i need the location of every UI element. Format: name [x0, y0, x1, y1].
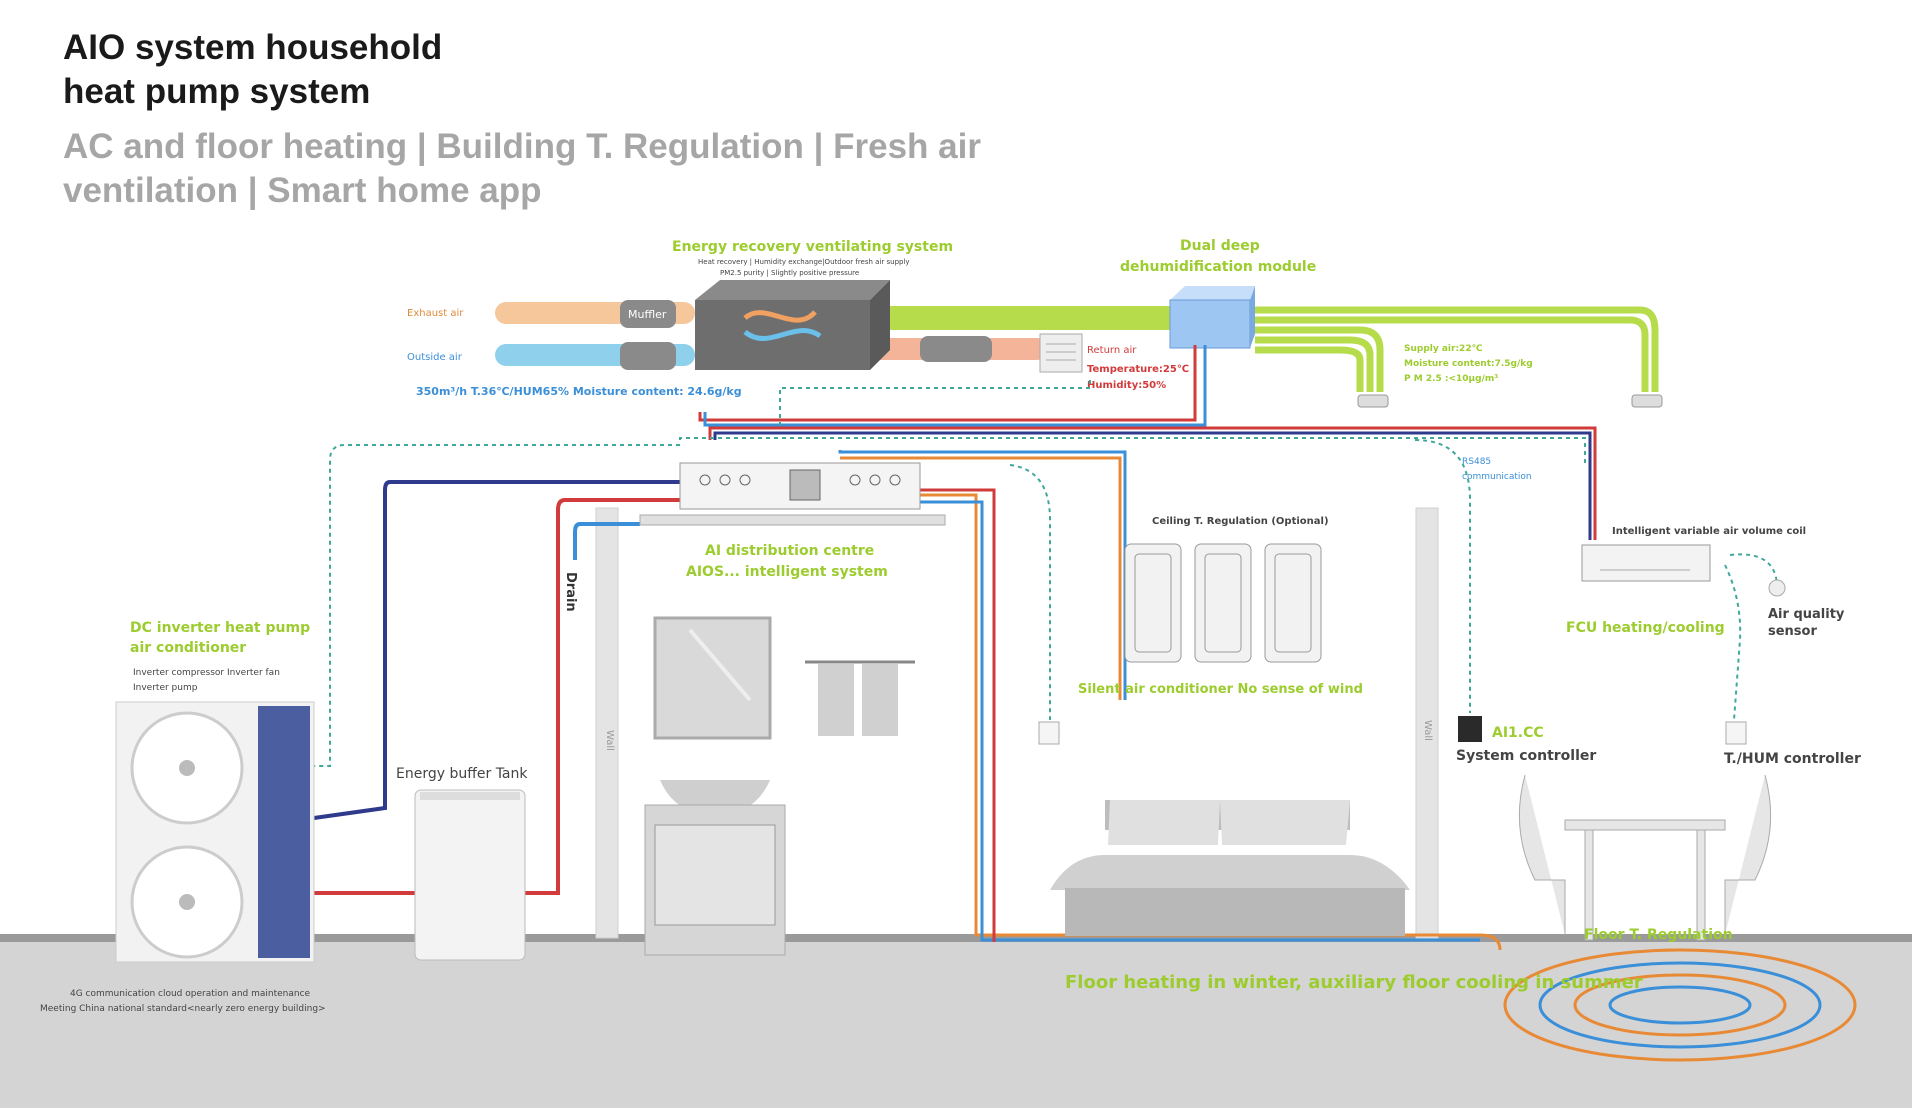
erv-spec: 350m³/h T.36℃/HUM65% Moisture content: 2… [416, 385, 742, 398]
system-controller-badge: AI1.CC [1492, 725, 1544, 741]
heat-pump-desc-2: Inverter pump [133, 683, 198, 693]
distribution-title-2: AIOS... intelligent system [686, 564, 888, 580]
floor-t-label: Floor T. Regulation [1584, 927, 1733, 943]
return-air-grille [1039, 333, 1083, 373]
title-line-2: heat pump system [63, 72, 371, 111]
floor-heating-coil [1503, 948, 1857, 1062]
bathroom-fixtures [644, 616, 915, 956]
supply-ducts [1255, 306, 1659, 392]
pipe-network [313, 345, 1597, 951]
floor-heating-label: Floor heating in winter, auxiliary floor… [1065, 972, 1643, 993]
footer-line-1: 4G communication cloud operation and mai… [70, 989, 311, 999]
supply-air-1: Supply air:22℃ [1404, 344, 1483, 354]
system-controller-label: System controller [1456, 748, 1596, 764]
page-title: AIO system household heat pump system [63, 26, 442, 114]
rs485-label-1: RS485 [1462, 457, 1491, 467]
wall-left: Wall [595, 507, 619, 939]
footer-line-2: Meeting China national standard<nearly z… [40, 1004, 326, 1014]
page-subtitle: AC and floor heating | Building T. Regul… [63, 127, 981, 210]
system-controller-device [1458, 716, 1482, 742]
bed [1050, 800, 1410, 936]
heat-pump-desc-1: Inverter compressor Inverter fan [133, 668, 280, 678]
supply-air-3: P M 2.5 :<10μg/m³ [1404, 374, 1498, 384]
supply-air-2: Moisture content:7.5g/kg [1404, 359, 1533, 369]
air-quality-label-1: Air quality [1768, 607, 1845, 622]
erv-title: Energy recovery ventilating system [672, 239, 953, 255]
return-air-label: Return air [1087, 345, 1137, 356]
fcu-label: FCU heating/cooling [1566, 620, 1725, 636]
heat-pump-title-1: DC inverter heat pump [130, 620, 310, 636]
thum-controller-device [1725, 721, 1747, 745]
thum-controller-label: T./HUM controller [1724, 751, 1861, 767]
erv-unit [695, 280, 890, 370]
energy-buffer-tank [414, 789, 526, 961]
air-quality-label-2: sensor [1768, 624, 1817, 639]
ivav-label: Intelligent variable air volume coil [1612, 526, 1806, 537]
dehum-title-1: Dual deep [1180, 238, 1260, 254]
exhaust-air-label: Exhaust air [407, 308, 464, 319]
comm-lines [314, 380, 1778, 767]
dining-set [1518, 774, 1772, 941]
erv-desc-2: PM2.5 purity | Slightly positive pressur… [720, 269, 859, 277]
wall-label-right: Wall [1422, 720, 1433, 741]
tank-label: Energy buffer Tank [396, 766, 528, 782]
erv-desc-1: Heat recovery | Humidity exchange|Outdoo… [698, 258, 910, 266]
return-air-humidity: Humidity:50% [1087, 380, 1166, 391]
distribution-centre [639, 462, 946, 526]
ceiling-panels [1124, 543, 1322, 663]
fcu-unit [1581, 544, 1711, 582]
wall-label-left: Wall [604, 730, 615, 751]
ceiling-title: Ceiling T. Regulation (Optional) [1152, 516, 1329, 527]
return-air-temp: Temperature:25℃ [1087, 364, 1189, 375]
distribution-title-1: AI distribution centre [705, 543, 874, 559]
erv-ducts [495, 300, 1180, 370]
ceiling-caption: Silent air conditioner No sense of wind [1078, 682, 1363, 697]
wall-right: Wall [1415, 507, 1439, 939]
rs485-label-2: communication [1462, 472, 1532, 482]
muffler-label: Muffler [628, 308, 667, 321]
dehum-title-2: dehumidification module [1120, 259, 1316, 275]
dehumidification-module [1169, 286, 1255, 349]
room-controller-left [1038, 721, 1060, 745]
title-line-1: AIO system household [63, 28, 443, 67]
heat-pump-unit [115, 701, 315, 963]
drain-label: Drain [563, 572, 578, 612]
outside-air-label: Outside air [407, 352, 463, 363]
heat-pump-title-2: air conditioner [130, 640, 246, 656]
floor-ground [0, 938, 1912, 1108]
